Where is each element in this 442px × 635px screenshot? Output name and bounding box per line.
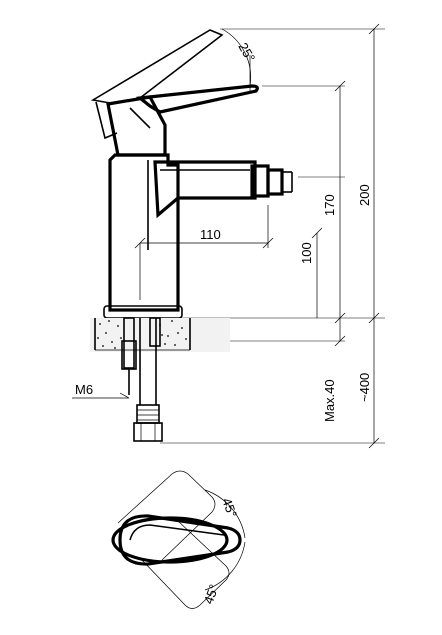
reach-110-label: 110	[200, 227, 221, 242]
max-40-label: Max.40	[322, 379, 337, 422]
angle-25-label: 25°	[235, 40, 258, 65]
plan-angle-arc-lower	[204, 541, 246, 591]
plan-rotated-outlines	[117, 470, 230, 609]
deck-section	[90, 317, 230, 369]
plan-angle-arc-upper	[204, 489, 246, 539]
mixer-body	[103, 153, 183, 319]
plan-view: 45° 45°	[111, 470, 246, 609]
plan-angle-upper-label: 45°	[219, 496, 240, 520]
lever-handle	[106, 84, 259, 157]
hose-400-label: ~400	[357, 373, 372, 402]
reach-dimension	[134, 205, 274, 300]
height-200-label: 200	[357, 184, 372, 206]
elevation-view: 25° 110 100 170 200 M6 Max.40 ~400	[72, 23, 385, 449]
spout	[153, 160, 293, 219]
height-100-label: 100	[299, 242, 314, 264]
height-170-label: 170	[322, 194, 337, 216]
vertical-dimension-lines	[311, 23, 380, 449]
thread-leader	[72, 392, 130, 399]
plan-angle-lower-label: 45°	[201, 582, 222, 606]
plan-handle	[118, 514, 242, 566]
mounting-stud-and-hose	[121, 318, 163, 442]
thread-m6-label: M6	[75, 382, 93, 397]
